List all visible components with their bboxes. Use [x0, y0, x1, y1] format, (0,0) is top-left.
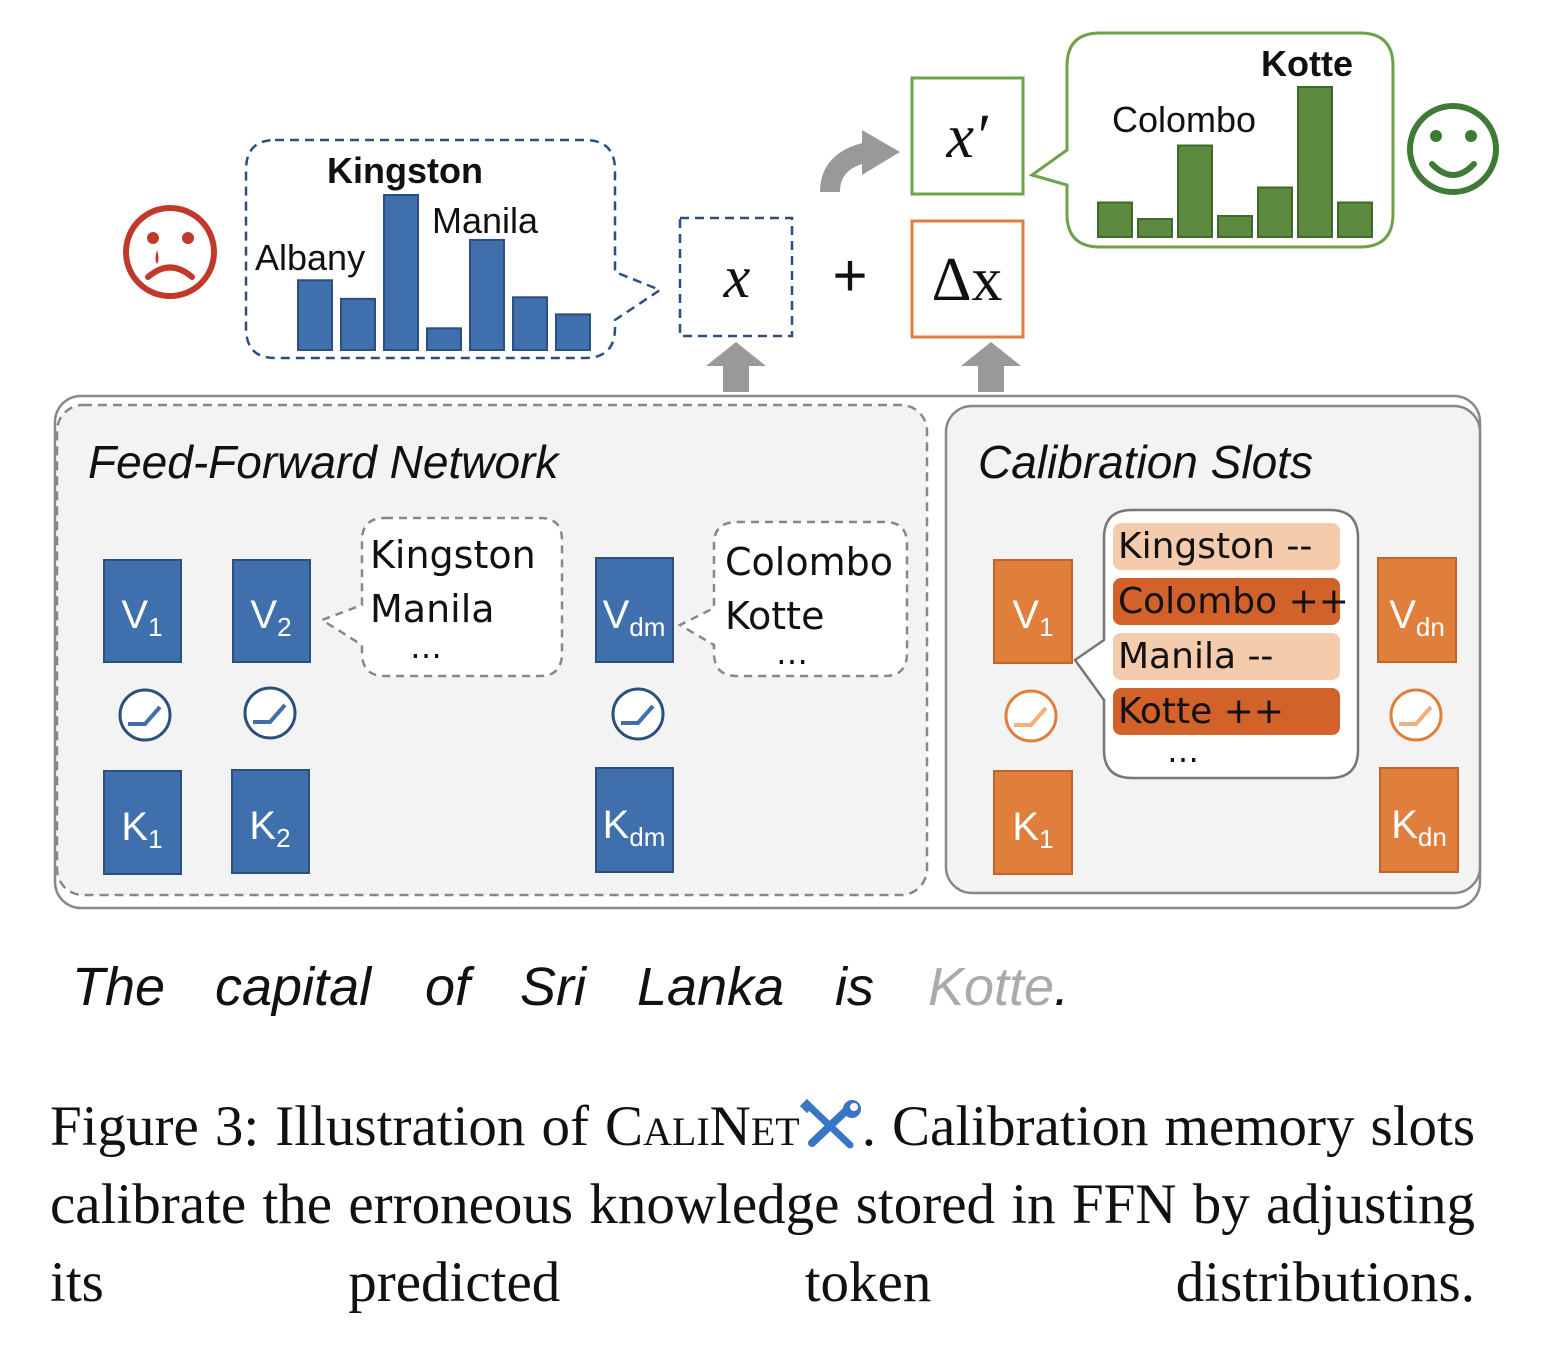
ffn-key-kdm: Kdm [595, 767, 674, 873]
bad-distribution-bubble: Kingston Albany Manila [244, 138, 663, 360]
delta-x-symbol: Δx [932, 246, 1003, 314]
curved-arrow-icon [820, 130, 900, 193]
svg-text:K1: K1 [1012, 805, 1053, 854]
bad-distribution-bar [512, 296, 548, 351]
happy-face-icon [1407, 103, 1499, 195]
x-prime-box: x′ [910, 76, 1025, 196]
calib-key-kdn: Kdn [1379, 767, 1459, 873]
bad-distribution-bar [297, 279, 333, 351]
figure-caption: Figure 3: Illustration of CaliNet. Calib… [50, 1088, 1475, 1322]
calib-item-label: Kotte ++ [1118, 691, 1284, 732]
caption-model-name: CaliNet [605, 1095, 800, 1158]
good-distribution-bar [1297, 86, 1333, 238]
x-prime-symbol: x′ [945, 103, 989, 171]
svg-text:K2: K2 [249, 804, 290, 853]
good-distribution-bar [1097, 201, 1133, 238]
calib-item-kingston [1113, 523, 1340, 570]
svg-text:K1: K1 [121, 805, 162, 854]
calib-value-v1: V1 [993, 559, 1073, 664]
sentence-word: is [835, 957, 874, 1017]
up-arrow-icon [961, 342, 1021, 392]
sad-face-icon [123, 205, 217, 299]
activation-icon [118, 688, 172, 742]
svg-text:Kdm: Kdm [603, 803, 666, 852]
svg-text:Kotte.: Kotte. [928, 957, 1069, 1017]
good-left-label: Colombo [1112, 99, 1256, 140]
wrench-screwdriver-icon [799, 1098, 861, 1149]
bad-distribution-bar [555, 313, 591, 352]
bubble-vdm-line1: Colombo [725, 540, 893, 584]
calib-item-label: Manila -- [1118, 636, 1273, 677]
bubble-v2-line2: Manila [370, 587, 495, 631]
svg-text:V2: V2 [250, 593, 291, 642]
calibration-bubble: Kingston -- Colombo ++ Manila -- Kotte +… [1073, 508, 1360, 780]
good-distribution-bar [1337, 201, 1373, 238]
up-arrow-icon [706, 342, 766, 392]
bubble-v2-line1: Kingston [370, 533, 536, 577]
calib-item-manila [1113, 633, 1340, 680]
bubble-v2-ellipsis: … [410, 628, 442, 666]
calib-item-label: Kingston -- [1118, 526, 1312, 567]
calib-ellipsis: … [1167, 732, 1199, 770]
ffn-bubble-vdm: Colombo Kotte … [677, 520, 909, 678]
bad-right-label: Manila [432, 200, 539, 241]
bad-distribution-bar [383, 194, 419, 351]
caption-prefix: Figure 3: [50, 1095, 260, 1158]
activation-icon [1004, 689, 1058, 743]
sentence-answer: Kotte [928, 957, 1054, 1017]
bad-top-label: Kingston [327, 150, 483, 191]
svg-text:V1: V1 [121, 593, 162, 642]
ffn-value-v2: V2 [232, 559, 311, 663]
caption-text-1: Illustration of [275, 1095, 589, 1158]
bad-distribution-bar [469, 238, 505, 351]
ffn-key-k1: K1 [103, 770, 182, 875]
bad-distribution-bar [426, 327, 462, 351]
example-sentence: The capital of Sri Lanka is Kotte. [72, 957, 1069, 1017]
bubble-vdm-ellipsis: … [776, 634, 808, 672]
calib-value-vdn: Vdn [1377, 557, 1457, 663]
good-distribution-bubble: Kotte Colombo [1028, 31, 1395, 249]
svg-text:Kdn: Kdn [1391, 803, 1447, 852]
ffn-bubble-v2: Kingston Manila … [319, 516, 564, 678]
calibration-title: Calibration Slots [978, 436, 1313, 488]
sentence-word: Lanka [637, 957, 784, 1017]
sentence-period: . [1054, 957, 1069, 1017]
delta-x-box: Δx [910, 219, 1025, 339]
x-box: x [678, 216, 794, 338]
svg-text:Vdm: Vdm [603, 593, 666, 642]
calinet-diagram: Kingston Albany Manila x + Δx x′ Kotte C… [53, 31, 1499, 1017]
sentence-word: capital [215, 957, 373, 1017]
sentence-word: The [72, 957, 165, 1017]
ffn-title: Feed-Forward Network [88, 436, 560, 488]
svg-text:Vdn: Vdn [1389, 593, 1445, 642]
calibration-panel: Calibration Slots V1 Vdn [944, 404, 1482, 895]
x-symbol: x [723, 244, 751, 310]
calib-item-kotte [1113, 688, 1340, 735]
calib-item-colombo [1113, 578, 1340, 625]
plus-sign: + [832, 242, 867, 309]
sentence-word: Sri [520, 957, 588, 1017]
activation-icon [1389, 688, 1443, 742]
sentence-word: of [425, 957, 475, 1017]
good-distribution-bar [1137, 218, 1173, 238]
bubble-vdm-line2: Kotte [725, 594, 824, 638]
svg-text:V1: V1 [1012, 593, 1053, 642]
caption-text-2: . Calibration memory slots calibrate the… [50, 1095, 1476, 1314]
activation-icon [611, 687, 665, 741]
calib-key-k1: K1 [993, 770, 1073, 875]
bad-left-label: Albany [255, 237, 365, 278]
calib-item-label: Colombo ++ [1118, 581, 1349, 622]
ffn-value-vdm: Vdm [595, 557, 674, 663]
good-distribution-bar [1177, 144, 1213, 238]
ffn-value-v1: V1 [103, 559, 182, 663]
activation-icon [243, 686, 297, 740]
bad-distribution-bar [340, 297, 376, 352]
good-distribution-bar [1217, 215, 1253, 238]
good-top-label: Kotte [1261, 43, 1353, 84]
good-distribution-bar [1257, 186, 1293, 238]
ffn-panel: Feed-Forward Network V1 V2 Vdm [55, 403, 929, 897]
ffn-key-k2: K2 [231, 769, 310, 874]
